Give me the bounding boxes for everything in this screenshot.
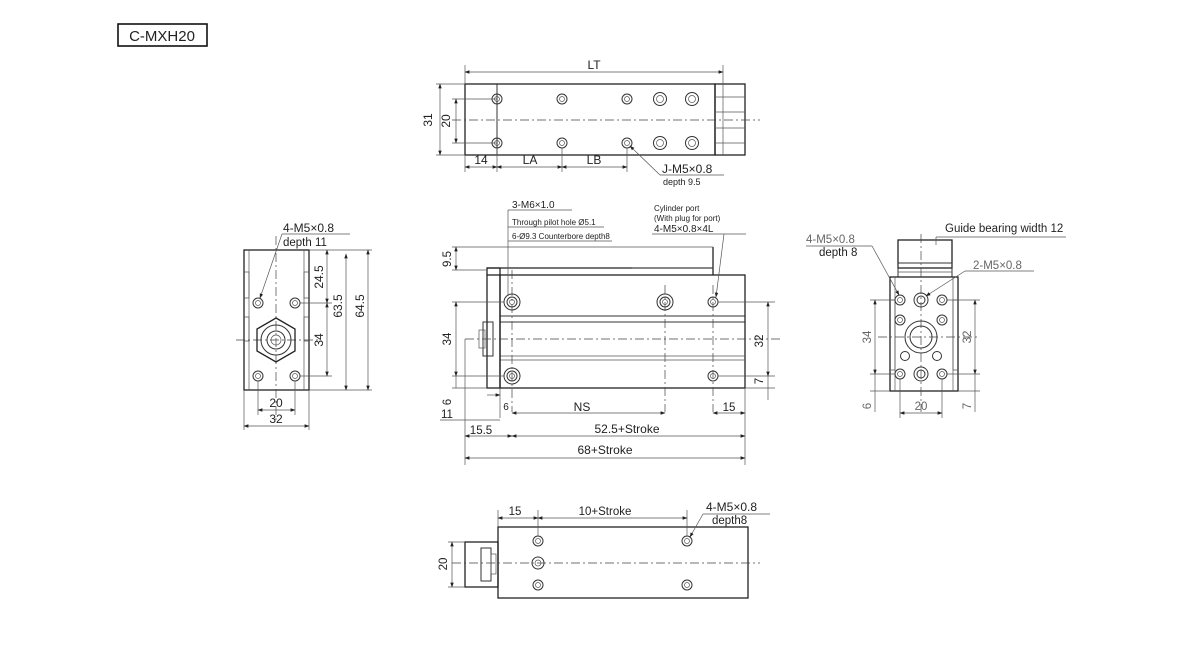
model-title: C-MXH20	[117, 23, 208, 47]
dim-15-5: 15.5	[470, 425, 492, 437]
top-callout-depth: depth 9.5	[663, 177, 701, 187]
dim-24-5: 24.5	[312, 265, 326, 289]
dim-6-front-h: 6	[503, 402, 509, 413]
left-callout: 4-M5×0.8	[283, 221, 334, 235]
dim-7-right: 7	[962, 403, 974, 409]
right-side-view: Guide bearing width 12 4-M5×0.8 depth 8 …	[806, 223, 1066, 418]
left-callout-depth: depth 11	[283, 237, 327, 249]
top-callout: J-M5×0.8	[662, 162, 713, 176]
bottom-view: 15 10+Stroke 20 4-M5×0.8 depth8	[438, 500, 770, 599]
note-right-depth: depth 8	[819, 247, 857, 259]
left-side-view: 4-M5×0.8 depth 11 24.5 34 63.5 64.5 20 3…	[236, 221, 372, 430]
note-port-thread: 4-M5×0.8×4L	[654, 224, 714, 235]
dim-34-left: 34	[312, 333, 326, 347]
dim-64-5: 64.5	[353, 294, 367, 318]
dim-10-stroke: 10+Stroke	[579, 506, 632, 518]
dim-31: 31	[421, 113, 435, 127]
dim-34-front: 34	[442, 332, 454, 345]
dim-52-5-stroke: 52.5+Stroke	[594, 422, 659, 436]
dim-la: LA	[523, 153, 538, 167]
dim-32-right: 32	[962, 331, 974, 344]
top-holes	[491, 92, 699, 150]
dim-34-right: 34	[862, 330, 874, 343]
dim-lb: LB	[587, 153, 602, 167]
dim-7-front: 7	[754, 378, 766, 384]
bottom-callout-depth: depth8	[712, 515, 747, 527]
dim-63-5: 63.5	[331, 294, 345, 318]
dim-lt: LT	[587, 58, 601, 72]
dim-11: 11	[441, 409, 453, 421]
dim-15-front: 15	[723, 402, 736, 414]
note-right-2m5: 2-M5×0.8	[973, 260, 1022, 272]
dim-20-left: 20	[269, 396, 283, 410]
dim-ns: NS	[574, 400, 591, 414]
note-right-4m5: 4-M5×0.8	[806, 234, 855, 246]
note-guide-bearing: Guide bearing width 12	[945, 223, 1063, 235]
dim-68-stroke: 68+Stroke	[577, 443, 632, 457]
note-cylinder-port: Cylinder port	[654, 204, 700, 213]
dim-32-front: 32	[754, 335, 766, 348]
dim-14: 14	[474, 153, 488, 167]
dim-9-5: 9.5	[442, 251, 454, 267]
note-pilot: Through pilot hole Ø5.1	[512, 218, 596, 227]
note-plug: (With plug for port)	[654, 214, 721, 223]
note-m6: 3-M6×1.0	[512, 200, 555, 211]
dim-6-front-v: 6	[442, 399, 454, 405]
dim-20-bottom: 20	[438, 558, 450, 571]
dim-32-left: 32	[269, 412, 283, 426]
dim-20-right: 20	[915, 401, 928, 413]
top-view: LT 31 20 14 LA LB J-M5×0.8 depth 9.5	[421, 58, 760, 187]
model-label: C-MXH20	[129, 28, 195, 45]
note-counterbore: 6-Ø9.3 Counterbore depth8	[512, 232, 610, 241]
dim-6-right: 6	[862, 403, 874, 409]
dim-15-bottom: 15	[509, 506, 522, 518]
dim-20-top: 20	[439, 114, 453, 128]
bottom-callout: 4-M5×0.8	[706, 500, 757, 514]
front-view: 3-M6×1.0 Through pilot hole Ø5.1 6-Ø9.3 …	[440, 200, 780, 465]
